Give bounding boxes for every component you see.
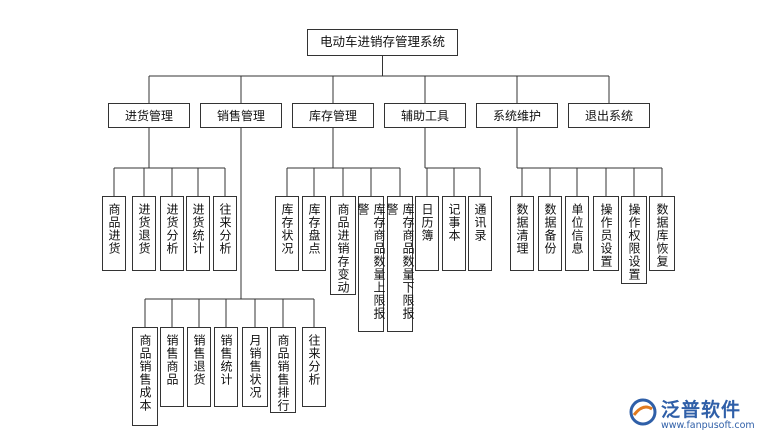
leaf-node: 销售退货 — [187, 327, 211, 407]
leaf-node: 库存盘点 — [302, 196, 326, 271]
leaf-node: 进货分析 — [160, 196, 184, 271]
brand-watermark: 泛普软件 www.fanpusoft.com — [628, 395, 758, 435]
leaf-node: 销售商品 — [160, 327, 184, 407]
leaf-node: 记事本 — [442, 196, 466, 271]
leaf-node: 商品进销存变动 — [330, 196, 356, 295]
leaf-node: 通讯录 — [468, 196, 492, 271]
leaf-node: 往来分析 — [302, 327, 326, 407]
leaf-node: 日历簿 — [415, 196, 439, 271]
brand-name: 泛普软件 — [661, 399, 742, 421]
leaf-node: 商品进货 — [102, 196, 126, 271]
leaf-node: 单位信息 — [565, 196, 589, 271]
category-sales: 销售管理 — [200, 103, 282, 128]
category-inventory: 库存管理 — [292, 103, 374, 128]
leaf-node: 商品销售排行 — [270, 327, 296, 413]
leaf-node: 数据库恢复 — [649, 196, 675, 271]
leaf-node: 操作员设置 — [593, 196, 619, 271]
brand-logo-icon — [629, 398, 657, 426]
leaf-node: 库存状况 — [275, 196, 299, 271]
leaf-node: 进货统计 — [186, 196, 210, 271]
root-node: 电动车进销存管理系统 — [307, 29, 458, 56]
leaf-node: 销售统计 — [214, 327, 238, 407]
leaf-node: 库存商品数量上限报警 — [356, 196, 386, 332]
category-tools: 辅助工具 — [384, 103, 466, 128]
leaf-node: 进货退货 — [132, 196, 156, 271]
leaf-node: 数据清理 — [510, 196, 534, 271]
leaf-node: 月销售状况 — [242, 327, 268, 407]
category-purchase: 进货管理 — [108, 103, 190, 128]
category-maintenance: 系统维护 — [476, 103, 558, 128]
leaf-node: 商品销售成本 — [132, 327, 158, 426]
leaf-node: 库存商品数量下限报警 — [385, 196, 415, 332]
category-exit: 退出系统 — [568, 103, 650, 128]
brand-url: www.fanpusoft.com — [661, 420, 755, 431]
leaf-node: 数据备份 — [538, 196, 562, 271]
leaf-node: 操作权限设置 — [621, 196, 647, 284]
leaf-node: 往来分析 — [213, 196, 237, 271]
